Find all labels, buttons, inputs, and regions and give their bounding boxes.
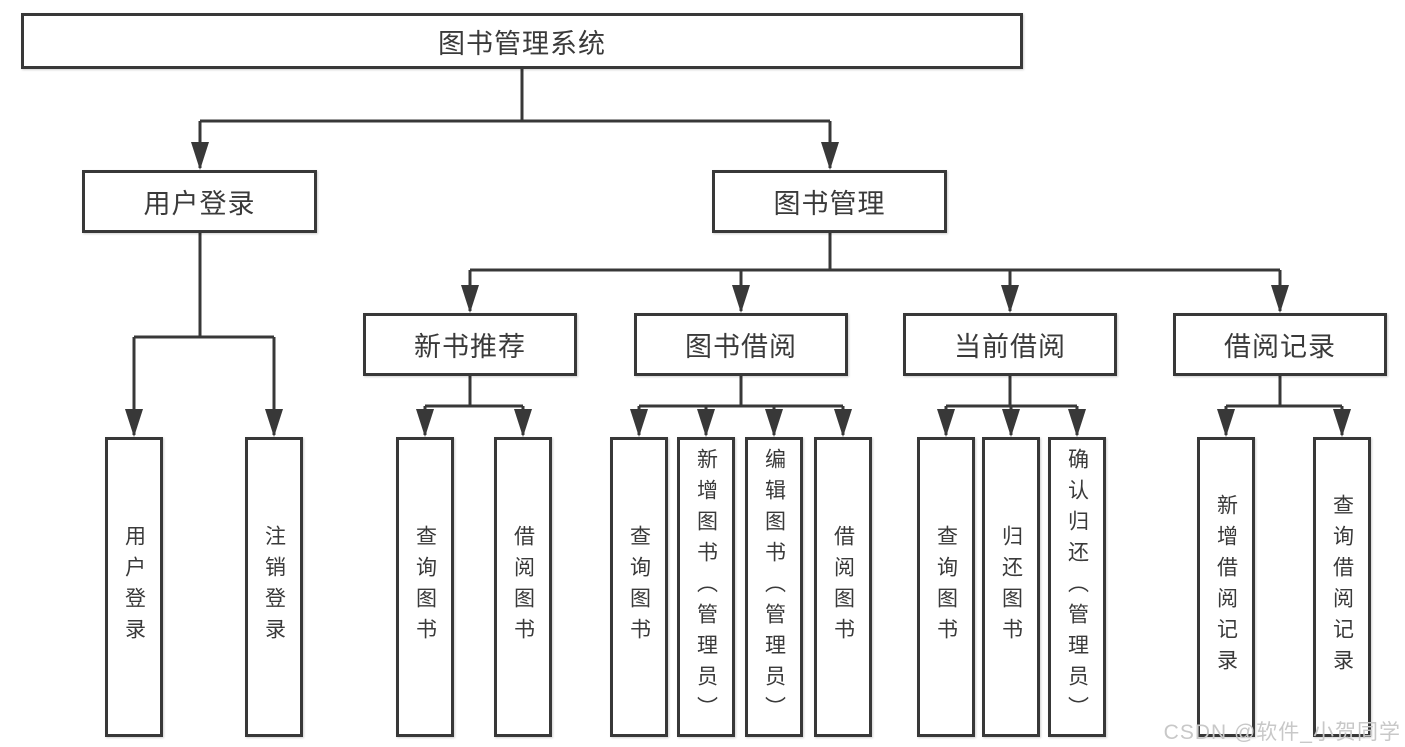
node-borrowing-records: 借阅记录 (1173, 313, 1387, 376)
leaf-confirm-return-admin-label: 确认归还（管理员） (1065, 447, 1089, 727)
leaf-logout-label: 注销登录 (262, 525, 286, 649)
leaf-borrow-books-recommend-label: 借阅图书 (511, 525, 535, 649)
leaf-confirm-return-admin: 确认归还（管理员） (1048, 437, 1106, 737)
leaf-query-books-borrow-label: 查询图书 (627, 525, 651, 649)
node-book-borrowing: 图书借阅 (634, 313, 848, 376)
leaf-add-borrow-record-label: 新增借阅记录 (1214, 494, 1238, 680)
leaf-return-books-label: 归还图书 (999, 525, 1023, 649)
node-current-borrowing-label: 当前借阅 (954, 332, 1066, 362)
leaf-borrow-books: 借阅图书 (814, 437, 872, 737)
leaf-edit-books-admin-label: 编辑图书（管理员） (762, 447, 786, 727)
leaf-add-borrow-record: 新增借阅记录 (1197, 437, 1255, 737)
leaf-borrow-books-label: 借阅图书 (831, 525, 855, 649)
node-new-book-recommendation: 新书推荐 (363, 313, 577, 376)
leaf-logout: 注销登录 (245, 437, 303, 737)
node-library-system: 图书管理系统 (21, 13, 1023, 69)
node-user-login: 用户登录 (82, 170, 317, 233)
leaf-user-login-label: 用户登录 (122, 525, 146, 649)
node-user-login-label: 用户登录 (143, 189, 256, 219)
node-library-system-label: 图书管理系统 (438, 28, 606, 59)
leaf-user-login: 用户登录 (105, 437, 163, 737)
leaf-query-books-current: 查询图书 (917, 437, 975, 737)
leaf-edit-books-admin: 编辑图书（管理员） (745, 437, 803, 737)
leaf-return-books: 归还图书 (982, 437, 1040, 737)
node-book-management: 图书管理 (712, 170, 947, 233)
leaf-query-books-recommend: 查询图书 (396, 437, 454, 737)
leaf-query-books-recommend-label: 查询图书 (413, 525, 437, 649)
leaf-query-books-borrow: 查询图书 (610, 437, 668, 737)
watermark: CSDN @软件_小贺同学 (1163, 721, 1401, 744)
node-book-borrowing-label: 图书借阅 (685, 332, 797, 362)
node-new-book-recommendation-label: 新书推荐 (414, 332, 526, 362)
leaf-add-books-admin-label: 新增图书（管理员） (694, 447, 718, 727)
leaf-query-borrow-record-label: 查询借阅记录 (1330, 494, 1354, 680)
node-book-management-label: 图书管理 (773, 189, 886, 219)
leaf-borrow-books-recommend: 借阅图书 (494, 437, 552, 737)
leaf-query-borrow-record: 查询借阅记录 (1313, 437, 1371, 737)
node-current-borrowing: 当前借阅 (903, 313, 1117, 376)
arrowhead-icons (125, 142, 1351, 437)
leaf-add-books-admin: 新增图书（管理员） (677, 437, 735, 737)
leaf-query-books-current-label: 查询图书 (934, 525, 958, 649)
node-borrowing-records-label: 借阅记录 (1224, 332, 1336, 362)
